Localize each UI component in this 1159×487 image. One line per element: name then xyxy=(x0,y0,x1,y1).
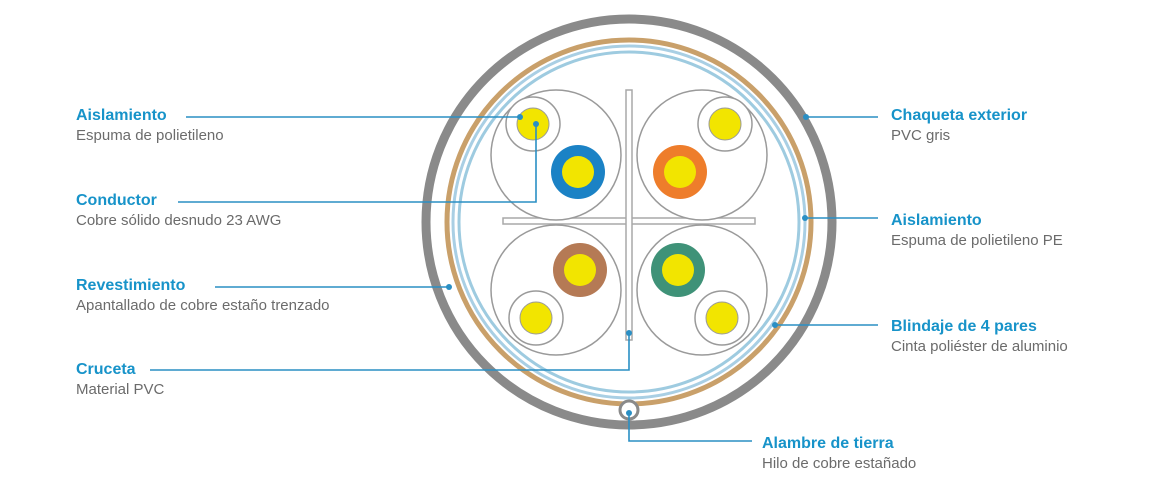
label-desc: PVC gris xyxy=(891,127,951,144)
leader-conductor xyxy=(178,121,539,203)
white-wire-conductor xyxy=(708,107,742,141)
label-desc: Material PVC xyxy=(76,381,165,398)
label-desc: Cinta poliéster de aluminio xyxy=(891,338,1068,355)
label-title: Aislamiento xyxy=(891,212,982,229)
label-chaqueta-exterior: Chaqueta exterior PVC gris xyxy=(891,106,1027,146)
leader-aislamiento-right xyxy=(802,215,878,221)
label-aislamiento-right: Aislamiento Espuma de polietileno PE xyxy=(891,211,1063,251)
label-title: Aislamiento xyxy=(76,107,167,124)
white-wire-conductor xyxy=(519,301,553,335)
label-title: Alambre de tierra xyxy=(762,435,894,452)
blue-wire-conductor xyxy=(562,156,594,188)
pair-top-left xyxy=(490,89,622,221)
brown-wire-conductor xyxy=(564,254,596,286)
label-aislamiento-left: Aislamiento Espuma de polietileno xyxy=(76,106,224,146)
leader-lines xyxy=(150,114,878,442)
label-title: Blindaje de 4 pares xyxy=(891,318,1037,335)
pair-bottom-left xyxy=(490,224,622,356)
label-desc: Espuma de polietileno PE xyxy=(891,232,1063,249)
white-wire-conductor xyxy=(705,301,739,335)
label-title: Revestimiento xyxy=(76,277,186,294)
leader-cruceta xyxy=(150,330,632,371)
orange-wire-conductor xyxy=(664,156,696,188)
label-title: Conductor xyxy=(76,192,157,209)
label-desc: Apantallado de cobre estaño trenzado xyxy=(76,297,330,314)
label-title: Chaqueta exterior xyxy=(891,107,1028,124)
foil-shield xyxy=(457,50,801,394)
inner-insulation xyxy=(451,44,807,400)
pair-bottom-right xyxy=(636,224,768,356)
label-conductor: Conductor Cobre sólido desnudo 23 AWG xyxy=(76,191,281,231)
label-revestimiento: Revestimiento Apantallado de cobre estañ… xyxy=(76,276,330,316)
green-wire-conductor xyxy=(662,254,694,286)
leader-revestimiento xyxy=(215,284,452,290)
leader-alambre xyxy=(626,410,752,442)
label-desc: Cobre sólido desnudo 23 AWG xyxy=(76,212,282,229)
leader-aislamiento-left xyxy=(186,114,523,120)
label-alambre-tierra: Alambre de tierra Hilo de cobre estañado xyxy=(762,434,916,474)
leader-chaqueta xyxy=(803,114,878,120)
label-desc: Hilo de cobre estañado xyxy=(762,455,917,472)
label-cruceta: Cruceta Material PVC xyxy=(76,360,164,400)
pair-top-right xyxy=(636,89,768,221)
leader-blindaje xyxy=(772,322,878,328)
label-blindaje: Blindaje de 4 pares Cinta poliéster de a… xyxy=(891,317,1068,357)
label-title: Cruceta xyxy=(76,361,136,378)
label-desc: Espuma de polietileno xyxy=(76,127,224,144)
